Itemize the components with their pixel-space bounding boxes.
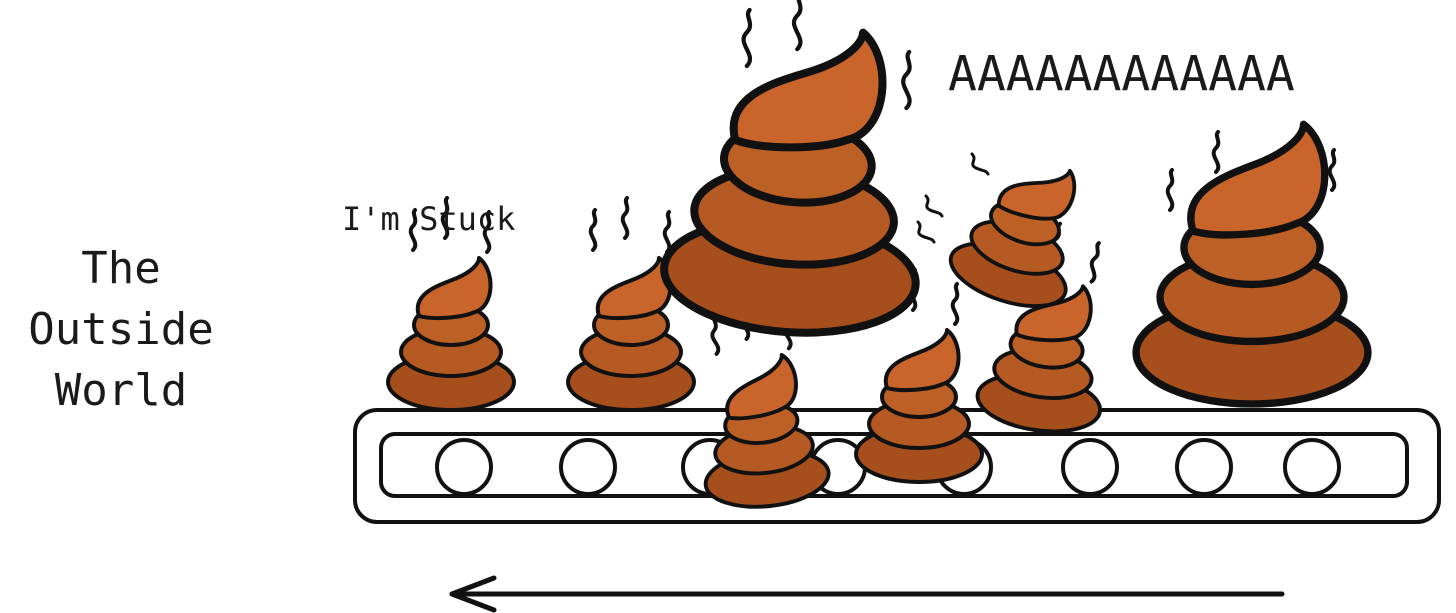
roller-icon <box>1283 438 1341 496</box>
roller-icon <box>1175 438 1233 496</box>
outside-world-label: The Outside World <box>28 243 214 416</box>
stink-lines-icon <box>1165 130 1337 212</box>
roller-icon <box>1061 438 1119 496</box>
poop-icon <box>660 20 933 341</box>
poop-icon <box>566 196 696 412</box>
left-arrow-icon <box>449 575 1285 613</box>
scream-label: AAAAAAAAAAAA <box>948 46 1295 102</box>
stink-lines-icon <box>741 0 912 111</box>
stink-lines-icon <box>916 152 990 244</box>
roller-icon <box>559 438 617 496</box>
roller-icon <box>435 438 493 496</box>
stuck-label: I'm Stuck <box>342 200 516 238</box>
